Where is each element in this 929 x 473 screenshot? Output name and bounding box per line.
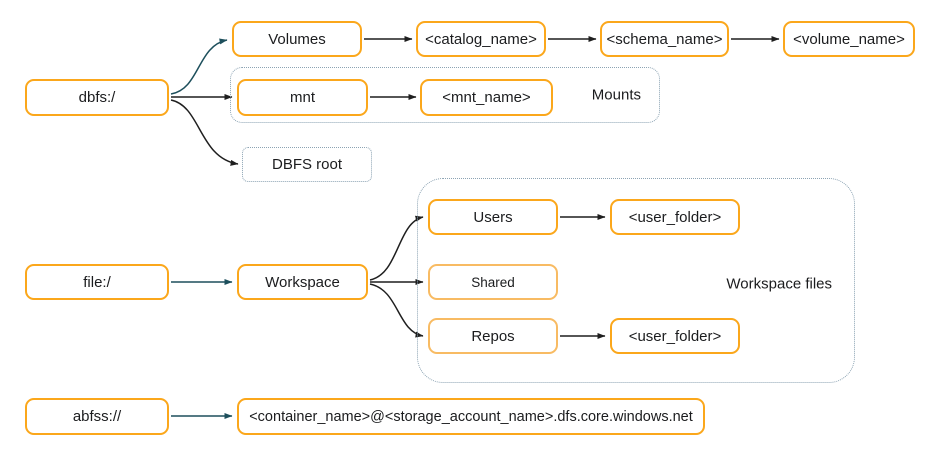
- arrow-dbfs-to-volumes: [170, 38, 228, 95]
- arrow-workspace-to-users: [369, 215, 424, 281]
- arrow-workspace-to-repos: [369, 283, 424, 338]
- node-shared: Shared: [428, 264, 558, 300]
- node-workspace: Workspace: [237, 264, 368, 300]
- node-dbfs: dbfs:/: [25, 79, 169, 116]
- node-volumes: Volumes: [232, 21, 362, 57]
- node-user-folder-bottom: <user_folder>: [610, 318, 740, 354]
- arrow-dbfs-to-dbfs-root: [170, 99, 239, 166]
- node-repos: Repos: [428, 318, 558, 354]
- node-user-folder-top: <user_folder>: [610, 199, 740, 235]
- workspace-files-zone-label: Workspace files: [726, 275, 832, 293]
- node-abfss: abfss://: [25, 398, 169, 435]
- mounts-zone-label: Mounts: [591, 86, 641, 104]
- node-users: Users: [428, 199, 558, 235]
- dbfs-root-label: DBFS root: [271, 156, 343, 173]
- dbfs-root-box: DBFS root: [242, 147, 372, 182]
- node-file: file:/: [25, 264, 169, 300]
- node-mnt-name: <mnt_name>: [420, 79, 553, 116]
- node-catalog-name: <catalog_name>: [416, 21, 546, 57]
- node-abfss-target: <container_name>@<storage_account_name>.…: [237, 398, 705, 435]
- node-mnt: mnt: [237, 79, 368, 116]
- node-volume-name: <volume_name>: [783, 21, 915, 57]
- node-schema-name: <schema_name>: [600, 21, 729, 57]
